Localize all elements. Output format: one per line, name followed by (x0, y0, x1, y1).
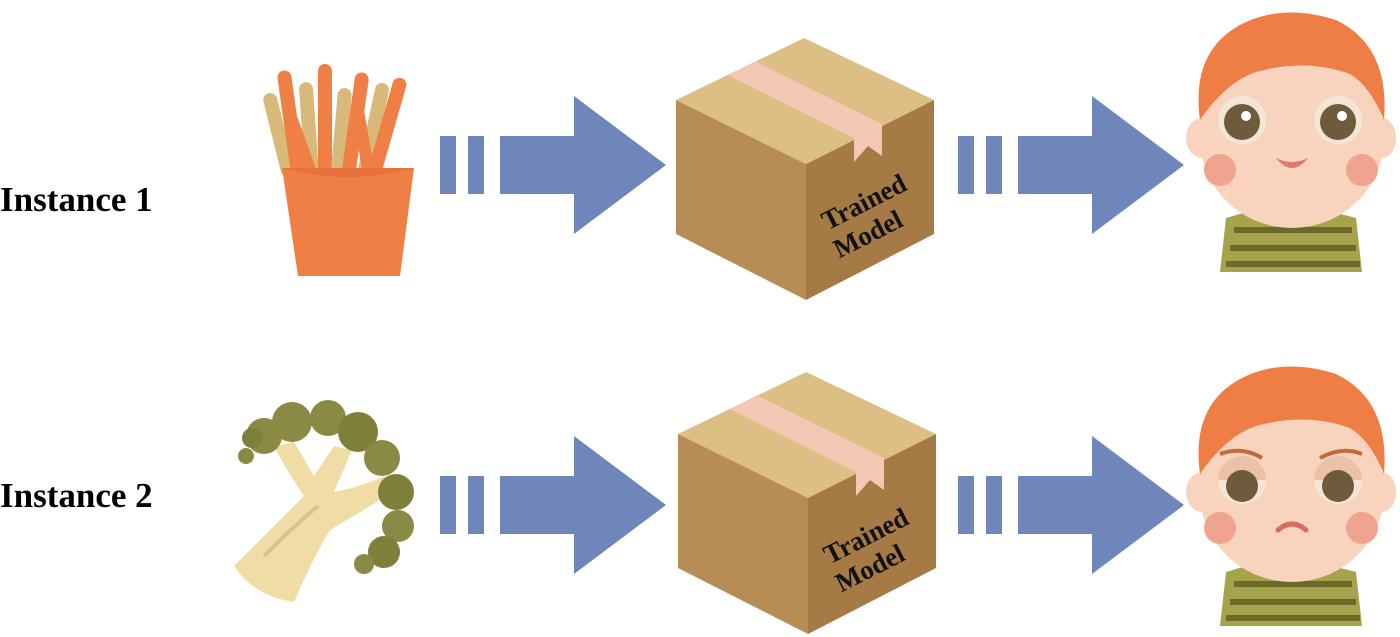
sad-child-face-icon (1186, 366, 1396, 626)
french-fries-icon (263, 64, 414, 276)
flow-arrow (958, 436, 1184, 574)
instance-label: Instance 2 (0, 476, 153, 515)
flow-arrow (440, 436, 666, 574)
happy-child-face-icon (1186, 12, 1396, 272)
flow-arrow (958, 96, 1184, 234)
instance-row-2: Instance 2 Trained Model (0, 318, 1400, 637)
instance-label: Instance 1 (0, 180, 153, 219)
trained-model-box: Trained Model (676, 38, 934, 300)
trained-model-box: Trained Model (678, 372, 936, 634)
flow-arrow (440, 96, 666, 234)
instance-row-1: Instance 1 Trained Model (0, 0, 1400, 318)
broccoli-icon (234, 400, 414, 602)
